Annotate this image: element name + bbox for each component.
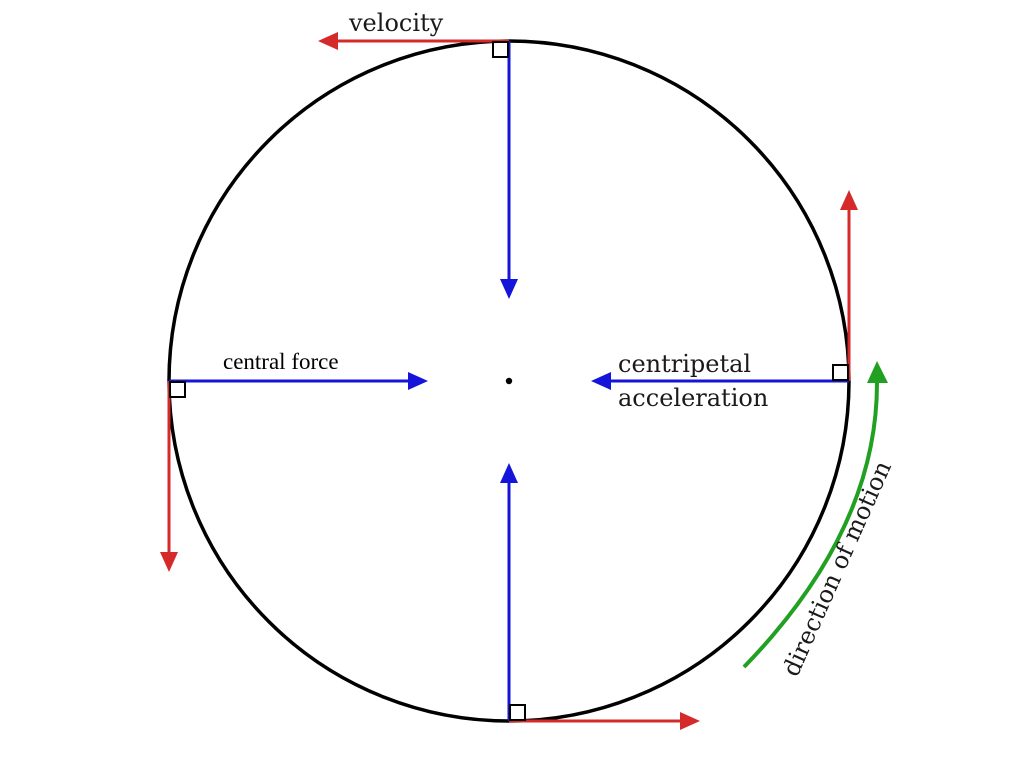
arrow-icon xyxy=(318,32,338,50)
arrow-icon xyxy=(408,372,428,390)
direction-of-motion-arrow xyxy=(742,361,888,669)
centripetal-label: centripetal xyxy=(618,350,751,378)
velocity-arrow-right xyxy=(840,190,858,381)
force-arrow-left xyxy=(169,372,428,390)
right-angle-icon xyxy=(492,41,509,58)
arrow-icon xyxy=(500,463,518,483)
arrow-icon xyxy=(680,712,700,730)
center-point xyxy=(505,377,513,385)
velocity-arrow-bottom xyxy=(509,712,700,730)
arrow-icon xyxy=(840,190,858,210)
velocity-label: velocity xyxy=(348,9,444,37)
acceleration-label: acceleration xyxy=(618,384,768,412)
force-arrow-bottom xyxy=(500,463,518,721)
direction-of-motion-label: direction of motion xyxy=(777,457,897,681)
right-angle-icon xyxy=(832,364,849,381)
arrow-icon xyxy=(500,279,518,299)
force-arrow-top xyxy=(500,41,518,299)
force-arrow-right xyxy=(591,372,849,390)
arrow-icon xyxy=(160,552,178,572)
right-angle-icon xyxy=(169,381,186,398)
arrow-icon xyxy=(591,372,611,390)
velocity-arrow-top xyxy=(318,32,509,50)
velocity-arrow-left xyxy=(160,381,178,572)
right-angle-icon xyxy=(509,704,526,721)
central-force-label: central force xyxy=(223,349,339,374)
curved-arrow-icon xyxy=(867,361,888,383)
